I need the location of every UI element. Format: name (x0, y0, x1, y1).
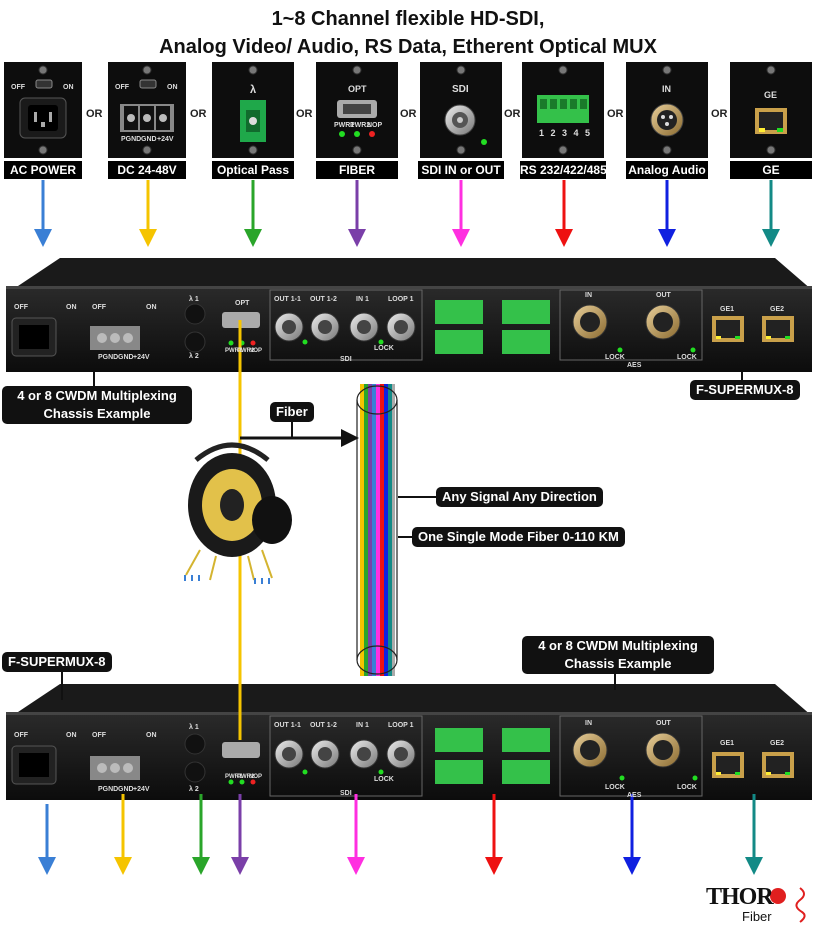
fiber-callout: Fiber (270, 402, 314, 422)
chassis-ge1-label: GE1 (720, 306, 735, 313)
any-signal-callout: Any Signal Any Direction (436, 487, 603, 507)
chassis-on-label: ON (146, 304, 157, 311)
chassis-on-label: ON (146, 732, 157, 739)
module-pgnd-label: PGND (121, 136, 142, 143)
thor-logo-sub: Fiber (742, 909, 772, 924)
or-separator: OR (296, 108, 313, 120)
chassis-off-label: OFF (14, 732, 28, 739)
chassis-sdi-label: SDI (340, 790, 352, 797)
or-separator: OR (504, 108, 521, 120)
chassis-pwr1-label: PWR1 (225, 774, 243, 780)
single-mode-fiber-callout: One Single Mode Fiber 0-110 KM (412, 527, 625, 547)
module-nop-label: NOP (367, 122, 383, 129)
or-separator: OR (607, 108, 624, 120)
chassis-sdi-label: SDI (340, 356, 352, 363)
chassis-on-label: ON (66, 732, 77, 739)
module-off-label: OFF (115, 84, 129, 91)
chassis-top (6, 258, 812, 372)
chassis-ge2-label: GE2 (770, 306, 785, 313)
chassis-loop1-label: LOOP 1 (388, 722, 414, 729)
chassis-aes-label: AES (627, 362, 642, 369)
chassis-lambda2-label: λ 2 (189, 353, 199, 360)
module-on-label: ON (167, 84, 178, 91)
chassis-off-label: OFF (92, 732, 106, 739)
module-label-dc: DC 24-48V (108, 161, 186, 179)
module-opt-label: OPT (348, 84, 367, 94)
chassis-lock-label: LOCK (374, 776, 394, 783)
chassis-out12-label: OUT 1-2 (310, 722, 337, 729)
thor-logo: THOR (706, 884, 774, 910)
chassis-opt-label: OPT (235, 300, 250, 307)
module-gnd-label: GND (141, 136, 157, 143)
module-ge-label: GE (764, 90, 778, 100)
chassis-off-label: OFF (92, 304, 106, 311)
module-lambda-label: λ (250, 84, 257, 96)
chassis-in1-label: IN 1 (356, 722, 369, 729)
chassis-example-callout-bottom: 4 or 8 CWDM Multiplexing Chassis Example (522, 636, 714, 674)
module-pwr1-label: PWR1 (334, 122, 355, 129)
or-separator: OR (711, 108, 728, 120)
title-line-1: 1~8 Channel flexible HD-SDI, (271, 8, 545, 30)
or-separator: OR (400, 108, 417, 120)
chassis-24v-label: +24V (133, 354, 150, 361)
or-separator: OR (190, 108, 207, 120)
model-label-top: F-SUPERMUX-8 (690, 380, 800, 400)
chassis-on-label: ON (66, 304, 77, 311)
chassis-loop1-label: LOOP 1 (388, 296, 414, 303)
module-label-sdi: SDI IN or OUT (418, 161, 504, 179)
chassis-pgnd-label: PGND (98, 786, 119, 793)
chassis-pwr2-label: PWR2 (237, 348, 255, 354)
model-label-bottom: F-SUPERMUX-8 (2, 652, 112, 672)
module-label-ge: GE (730, 161, 812, 179)
chassis-out11-label: OUT 1-1 (274, 296, 301, 303)
module-on-label: ON (63, 84, 74, 91)
chassis-nop-label: NOP (249, 774, 263, 780)
chassis-lock-label: LOCK (605, 354, 625, 361)
chassis-pgnd-label: PGND (98, 354, 119, 361)
module-24v-label: +24V (157, 136, 174, 143)
chassis-pwr2-label: PWR2 (237, 774, 255, 780)
chassis-lambda2-label: λ 2 (189, 786, 199, 793)
chassis-in1-label: IN 1 (356, 296, 369, 303)
chassis-lock-label: LOCK (374, 345, 394, 352)
chassis-bottom (6, 684, 812, 800)
chassis-aes-in-label: IN (585, 292, 592, 299)
chassis-24v-label: +24V (133, 786, 150, 793)
module-label-optical-pass: Optical Pass (212, 161, 294, 179)
module-label-analog-audio: Analog Audio (626, 161, 708, 179)
fiber-reel (184, 442, 292, 584)
chassis-ge1-label: GE1 (720, 740, 735, 747)
module-in-label: IN (662, 84, 671, 94)
chassis-gnd-label: GND (118, 786, 134, 793)
module-label-rs: RS 232/422/485 (520, 161, 606, 179)
module-sdi-label: SDI (452, 84, 469, 95)
chassis-aes-label: AES (627, 792, 642, 799)
module-label-ac-power: AC POWER (4, 161, 82, 179)
module-rs-numbers: 1 2 3 4 5 (539, 128, 593, 138)
chassis-out12-label: OUT 1-2 (310, 296, 337, 303)
chassis-aes-out-label: OUT (656, 292, 671, 299)
fiber-bundle (356, 384, 398, 676)
or-separator: OR (86, 108, 103, 120)
module-off-label: OFF (11, 84, 25, 91)
chassis-out11-label: OUT 1-1 (274, 722, 301, 729)
chassis-lock-label: LOCK (605, 784, 625, 791)
chassis-lock-label: LOCK (677, 784, 697, 791)
chassis-gnd-label: GND (118, 354, 134, 361)
chassis-aes-out-label: OUT (656, 720, 671, 727)
module-label-fiber: FIBER (316, 161, 398, 179)
chassis-lambda1-label: λ 1 (189, 724, 199, 731)
chassis-aes-in-label: IN (585, 720, 592, 727)
chassis-ge2-label: GE2 (770, 740, 785, 747)
chassis-nop-label: NOP (249, 348, 263, 354)
chassis-lambda1-label: λ 1 (189, 296, 199, 303)
chassis-pwr1-label: PWR1 (225, 348, 243, 354)
chassis-lock-label: LOCK (677, 354, 697, 361)
module-pwr2-label: PWR2 (350, 122, 371, 129)
chassis-off-label: OFF (14, 304, 28, 311)
chassis-example-callout-top: 4 or 8 CWDM Multiplexing Chassis Example (2, 386, 192, 424)
title-line-2: Analog Video/ Audio, RS Data, Etherent O… (159, 36, 657, 58)
